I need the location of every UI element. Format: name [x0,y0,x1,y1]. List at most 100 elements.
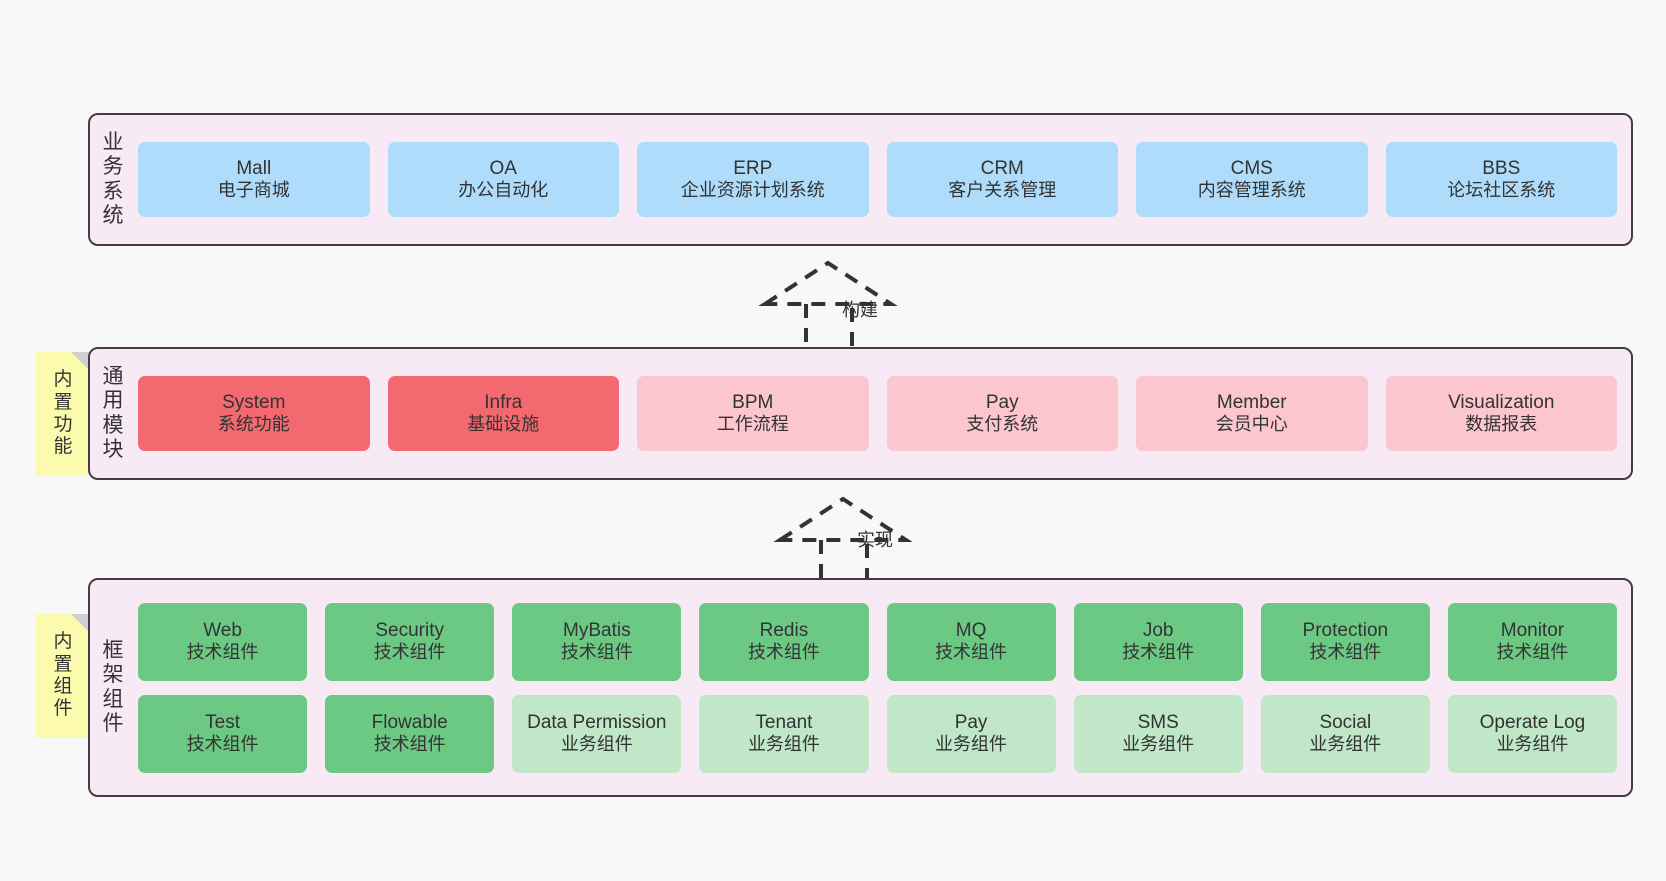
module-box-erp[interactable]: ERP 企业资源计划系统 [637,142,869,217]
module-box-security[interactable]: Security 技术组件 [325,602,495,681]
module-box-mq[interactable]: MQ 技术组件 [886,602,1056,681]
module-subtitle: 数据报表 [1465,414,1538,435]
module-box-test[interactable]: Test 技术组件 [138,694,308,773]
module-box-bbs[interactable]: BBS 论坛社区系统 [1385,142,1617,217]
layer-business-system: 业 务 系 统 Mall 电子商城 OA 办公自动化 ERP 企业资源计划系统 [88,113,1633,246]
module-title: Data Permission [527,711,667,733]
module-box-pay-business[interactable]: Pay 业务组件 [886,694,1056,773]
module-title: Pay [954,711,988,733]
module-subtitle: 论坛社区系统 [1447,180,1556,201]
module-box-flowable[interactable]: Flowable 技术组件 [325,694,495,773]
layer-label-char: 架 [102,663,124,687]
module-subtitle: 客户关系管理 [948,180,1057,201]
layer-label-char: 块 [102,437,124,461]
box-row: Test 技术组件 Flowable 技术组件 Data Permission … [138,694,1617,773]
module-box-protection[interactable]: Protection 技术组件 [1260,602,1430,681]
module-box-tenant[interactable]: Tenant 业务组件 [699,694,869,773]
module-subtitle: 基础设施 [467,414,540,435]
note-char: 功 [53,414,73,435]
module-subtitle: 技术组件 [1122,642,1195,663]
module-title: Security [375,619,444,641]
module-subtitle: 业务组件 [1309,734,1382,755]
module-title: Protection [1302,619,1389,641]
module-subtitle: 会员中心 [1215,414,1288,435]
module-box-pay[interactable]: Pay 支付系统 [886,376,1118,451]
module-subtitle: 业务组件 [935,734,1008,755]
module-subtitle: 电子商城 [217,180,290,201]
module-box-visualization[interactable]: Visualization 数据报表 [1385,376,1617,451]
note-builtin-function: 内 置 功 能 [36,352,90,476]
layer-label-char: 模 [102,413,124,437]
module-title: OA [489,157,517,179]
layer-framework-component: 框 架 组 件 Web 技术组件 Security 技术组件 MyBatis 技… [88,578,1633,797]
module-title: ERP [733,157,773,179]
module-title: Member [1216,391,1287,413]
module-subtitle: 系统功能 [217,414,290,435]
layer-common-module: 通 用 模 块 System 系统功能 Infra 基础设施 BPM 工作流程 [88,347,1633,480]
module-title: CMS [1230,157,1273,179]
layer-common-boxes: System 系统功能 Infra 基础设施 BPM 工作流程 Pay 支付系统… [136,349,1631,478]
module-title: Test [205,711,240,733]
layer-label-common-module: 通 用 模 块 [90,349,136,478]
module-box-sms[interactable]: SMS 业务组件 [1073,694,1243,773]
module-box-mall[interactable]: Mall 电子商城 [138,142,370,217]
module-title: MyBatis [563,619,631,641]
layer-label-framework-component: 框 架 组 件 [90,580,136,795]
module-title: Job [1142,619,1174,641]
note-char: 内 [53,631,73,653]
box-row: Mall 电子商城 OA 办公自动化 ERP 企业资源计划系统 CRM 客户关系… [138,142,1617,217]
layer-label-char: 框 [102,638,124,662]
module-subtitle: 技术组件 [560,642,633,663]
note-char: 内 [53,369,73,391]
module-box-redis[interactable]: Redis 技术组件 [699,602,869,681]
module-box-web[interactable]: Web 技术组件 [138,602,308,681]
box-row: Web 技术组件 Security 技术组件 MyBatis 技术组件 Redi… [138,602,1617,681]
module-subtitle: 业务组件 [747,734,820,755]
module-title: Web [203,619,242,641]
module-subtitle: 技术组件 [1309,642,1382,663]
module-title: Tenant [755,711,813,733]
module-subtitle: 工作流程 [716,414,789,435]
layer-label-char: 业 [102,130,124,154]
module-title: MQ [955,619,987,641]
module-title: Monitor [1500,619,1565,641]
module-box-oa[interactable]: OA 办公自动化 [387,142,619,217]
note-char: 件 [53,698,73,720]
layer-label-char: 用 [102,389,124,413]
module-title: Social [1319,711,1372,733]
module-box-system[interactable]: System 系统功能 [138,376,370,451]
module-subtitle: 内容管理系统 [1197,180,1306,201]
module-subtitle: 办公自动化 [458,180,549,201]
arrow-head-triangle [758,260,898,306]
connector-build: 构建 [758,258,960,358]
module-subtitle: 业务组件 [1122,734,1195,755]
layer-label-business-system: 业 务 系 统 [90,115,136,244]
module-box-mybatis[interactable]: MyBatis 技术组件 [512,602,682,681]
module-subtitle: 业务组件 [1496,734,1569,755]
module-box-crm[interactable]: CRM 客户关系管理 [886,142,1118,217]
module-box-data-permission[interactable]: Data Permission 业务组件 [512,694,682,773]
module-title: Operate Log [1479,711,1586,733]
module-subtitle: 技术组件 [935,642,1008,663]
module-box-member[interactable]: Member 会员中心 [1136,376,1368,451]
box-row: System 系统功能 Infra 基础设施 BPM 工作流程 Pay 支付系统… [138,376,1617,451]
note-char: 能 [53,436,73,458]
module-subtitle: 支付系统 [966,414,1039,435]
module-box-monitor[interactable]: Monitor 技术组件 [1447,602,1617,681]
note-builtin-component: 内 置 组 件 [36,614,90,738]
module-box-infra[interactable]: Infra 基础设施 [387,376,619,451]
module-box-operate-log[interactable]: Operate Log 业务组件 [1447,694,1617,773]
module-title: Infra [484,391,523,413]
realization-arrow-icon [758,260,898,352]
module-subtitle: 技术组件 [1496,642,1569,663]
module-title: CRM [980,157,1024,179]
note-fold-icon [71,352,90,371]
module-box-job[interactable]: Job 技术组件 [1073,602,1243,681]
module-box-bpm[interactable]: BPM 工作流程 [637,376,869,451]
module-box-cms[interactable]: CMS 内容管理系统 [1136,142,1368,217]
module-box-social[interactable]: Social 业务组件 [1260,694,1430,773]
layer-business-boxes: Mall 电子商城 OA 办公自动化 ERP 企业资源计划系统 CRM 客户关系… [136,115,1631,244]
connector-implement: 实现 [773,494,975,594]
module-subtitle: 技术组件 [373,642,446,663]
